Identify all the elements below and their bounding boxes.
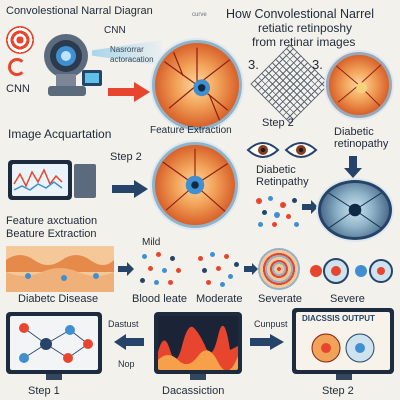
retina-image-dark [318, 180, 392, 240]
severate-swirl [258, 248, 300, 290]
cnn-side-label: CNN [6, 83, 30, 95]
label-moderate: Moderate [196, 293, 243, 305]
label-step-1: Step 1 [28, 385, 60, 397]
arrow-down-icon [344, 156, 362, 178]
label-nop: Nop [118, 359, 135, 369]
diagram-title-right-2: retiatic retinposhy [258, 21, 353, 35]
monitor-diagnosis-output: DIACSSIS OUTPUT [292, 308, 394, 374]
severe-dots [306, 256, 396, 286]
retina-image-large [152, 40, 242, 130]
diagram-title-right-1: How Convolestional Narrel [226, 7, 374, 21]
diagram-title-left: Convolestional Narral Diagran [6, 5, 153, 17]
diagram-title-right-3: from retinar images [252, 35, 356, 49]
mini-title: curve [192, 12, 207, 18]
label-feature-axctuation: Feature axctuation [6, 215, 98, 227]
step-2-top: Step 2 [262, 117, 294, 129]
number-3a: 3. [248, 57, 259, 72]
dot-cluster-mid [252, 194, 302, 230]
label-severe: Severe [330, 293, 365, 305]
arrow-right-icon-4 [244, 262, 258, 275]
label-diabetic-line2: retinopathy [334, 138, 389, 151]
dot-cluster-moderate [194, 250, 242, 290]
caption-actoracation: actoracation [110, 55, 154, 64]
camera-icon [34, 30, 104, 100]
monitor-classification-stand [190, 374, 206, 380]
label-diagnosis-output: DIACSSIS OUTPUT [302, 314, 375, 323]
label-mild: Mild [142, 237, 161, 248]
arrow-right-icon-5 [250, 334, 284, 350]
label-diabetic-retinopathy-right: Diabetic retinopathy [334, 126, 388, 150]
label-diabetic-mid-2: Retinpathy [256, 176, 309, 189]
swirl-icon [8, 58, 26, 76]
arrow-right-icon-2 [302, 200, 318, 214]
step-feature-extraction: Feature Extraction [150, 125, 232, 136]
retina-image-mid [152, 142, 238, 228]
monitor-diagnosis-stand [336, 374, 352, 380]
retina-image-right [326, 52, 392, 118]
step-image-acquisition: Image Acquartation [8, 127, 112, 141]
label-dacassiction: Dacassiction [162, 385, 225, 397]
label-severate: Severate [258, 293, 303, 305]
label-diabetic-disease: Diabetc Disease [18, 293, 99, 305]
target-icon [6, 26, 34, 54]
arrow-left-icon [114, 334, 144, 350]
cnn-top-label: CNN [104, 25, 126, 36]
arrow-right-icon-3 [118, 262, 134, 276]
monitor-step1 [6, 312, 102, 374]
label-diabetic-retinopathy-mid: Diabetic Retinpathy [256, 164, 309, 188]
monitor-step1-stand [46, 374, 62, 380]
monitor-side-panel [74, 164, 96, 198]
arrow-right-icon-mid [112, 180, 148, 198]
eye-icon-2 [284, 140, 318, 160]
step-2-mid: Step 2 [110, 151, 142, 163]
caption-nasrorrar: Nasrorrar [110, 45, 144, 54]
monitor-icon [8, 160, 72, 200]
label-cunpust: Cunpust [254, 319, 288, 329]
tissue-section [6, 246, 114, 292]
label-blood-leate: Blood leate [132, 293, 188, 305]
label-diabetic-line1: Diabetic [334, 126, 374, 138]
eye-icon [246, 140, 280, 160]
label-step-2-bottom: Step 2 [322, 385, 354, 397]
dot-cluster-blood [136, 250, 184, 290]
arrow-icon [108, 82, 150, 102]
monitor-classification [154, 312, 242, 374]
number-3b: 3. [312, 57, 323, 72]
label-diabetic-mid-1: Diabetic [256, 164, 296, 176]
label-dastust: Dastust [108, 319, 139, 329]
label-beature-extraction: Beature Extraction [6, 228, 97, 240]
